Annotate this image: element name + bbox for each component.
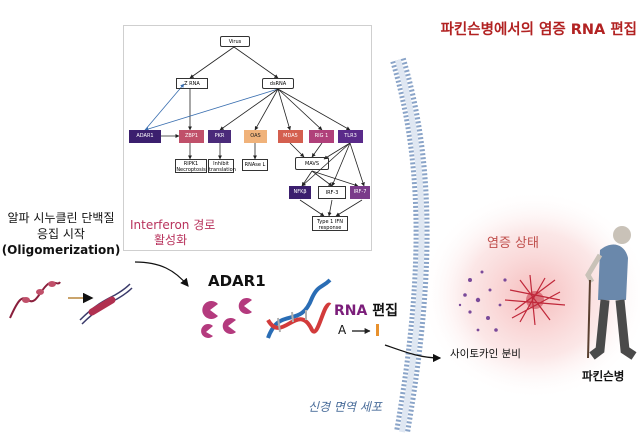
node-z-rna: Z RNA [176, 78, 208, 89]
adar1-label: ADAR1 [208, 272, 266, 290]
node-pkr: PKR [208, 130, 231, 143]
node-virus: Virus [220, 36, 250, 47]
rna-editing-label: RNA 편집 [334, 300, 398, 320]
to-cytokine-arrow [384, 344, 442, 363]
neural-immune-cell-label: 신경 면역 세포 [308, 400, 382, 414]
node-irf3: IRF-3 [318, 186, 346, 199]
node-rnase-l: RNAse L [242, 159, 268, 171]
cytokine-dots [458, 270, 507, 332]
cell-membrane [390, 57, 430, 434]
aggregation-line1: 알파 시누클린 단백질 [7, 211, 115, 225]
dna-helix-icon [266, 278, 332, 339]
interferon-line1: Interferon 경로 [130, 218, 216, 232]
pathway-connectors [144, 46, 365, 217]
aggregation-label: 알파 시누클린 단백질 응집 시작 (Oligomerization) [0, 210, 122, 258]
alpha-synuclein-monomer [9, 281, 61, 319]
node-irf7: IRF-7 [350, 186, 370, 199]
aggregation-line3: (Oligomerization) [1, 243, 121, 257]
node-tlr3: TLR3 [338, 130, 363, 143]
cytokine-secretion-label: 사이토카인 분비 [450, 348, 521, 360]
node-mavs: MAVS [295, 157, 329, 170]
rna-editing-bold: RNA [334, 303, 368, 319]
node-rig1: RIG 1 [309, 130, 334, 143]
alpha-synuclein-fibril [79, 283, 133, 325]
parkinsons-label: 파킨슨병 [582, 369, 625, 383]
node-type1-ifn: Type 1 IFN response [312, 216, 348, 231]
interferon-pathway-panel: Virus Z RNA dsRNA ADAR1 ZBP1 PKR OAS MDA… [123, 25, 372, 251]
node-mda5: MDA5 [278, 130, 303, 143]
adenosine-letter: A [338, 323, 347, 337]
node-inhibit-translation: Inhibit translation [208, 159, 236, 173]
adar1-protein-icon [201, 297, 252, 339]
to-adar1-arrow [134, 261, 189, 287]
node-zbp1: ZBP1 [179, 130, 204, 143]
parkinson-patient-icon [585, 226, 637, 360]
node-adar1: ADAR1 [129, 130, 161, 143]
node-ripk1: RIPK1 Necroptosis [175, 159, 207, 173]
aggregation-line2: 응집 시작 [37, 227, 85, 241]
interferon-label: Interferon 경로 활성화 [130, 218, 215, 248]
inosine-mark [376, 324, 379, 336]
page-title: 파킨슨병에서의 염증 RNA 편집 [440, 22, 637, 38]
inflammation-state-label: 염증 상태 [487, 236, 539, 251]
rna-editing-rest: 편집 [367, 303, 398, 319]
node-oas: OAS [244, 130, 267, 143]
node-ds-rna: dsRNA [262, 78, 294, 89]
interferon-line2: 활성화 [154, 233, 188, 247]
node-nfkb: NFKβ [289, 186, 311, 199]
inflamed-neuron-icon [504, 274, 566, 326]
